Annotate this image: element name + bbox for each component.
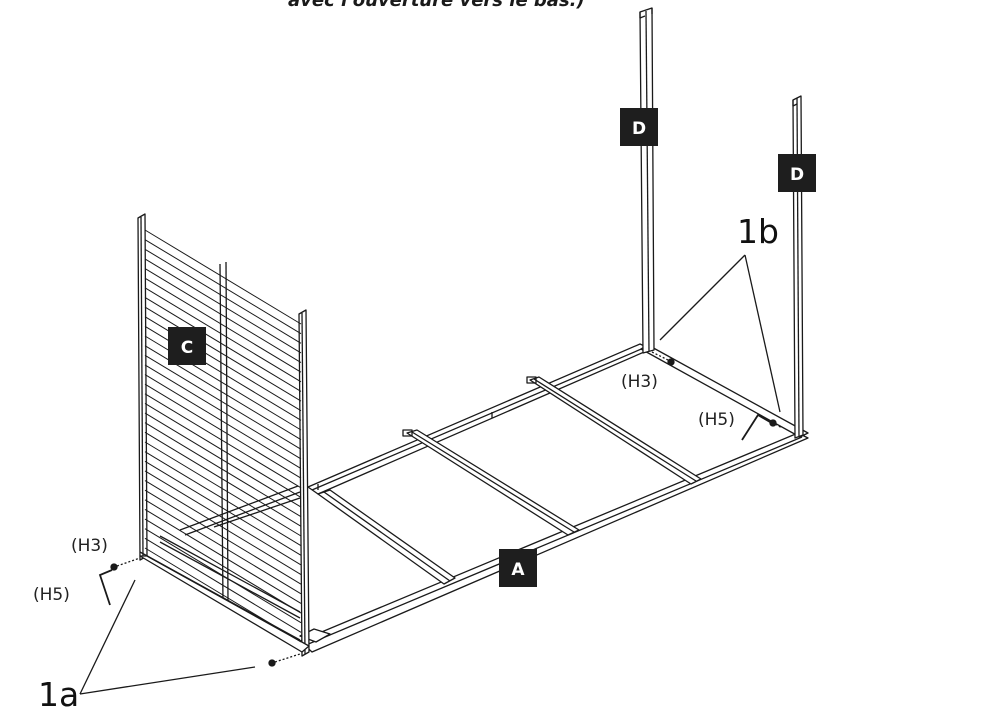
side-panel-c (137, 213, 310, 657)
badge-d-front-label: D (790, 165, 804, 185)
post-d-front (792, 95, 804, 439)
panel-bar (144, 306, 302, 402)
step-1b-pointer (659, 254, 781, 413)
screw-h3-right-icon (651, 351, 675, 366)
badge-c-label: C (181, 338, 193, 358)
instruction-caption: avec l'ouverture vers le bas.) (288, 0, 585, 11)
cross-bar-1 (317, 489, 456, 585)
panel-bar (144, 460, 302, 556)
panel-bar (144, 528, 302, 624)
allen-wrench-h5-right-icon (741, 413, 783, 441)
cross-bar-3 (526, 376, 702, 485)
badge-d-back: D (620, 108, 658, 146)
panel-bar (144, 547, 302, 643)
panel-bar (144, 297, 302, 392)
label-h5-right: (H5) (698, 410, 735, 430)
panel-bar (144, 374, 302, 469)
panel-bar (144, 451, 302, 547)
panel-bar (144, 422, 302, 518)
cross-bar-2 (402, 429, 580, 536)
badge-a-label: A (511, 560, 525, 580)
panel-bar (144, 431, 302, 527)
allen-wrench-h5-left-icon (98, 569, 113, 606)
panel-bar (144, 268, 302, 363)
panel-bar (144, 470, 302, 566)
panel-bar (144, 403, 302, 498)
panel-bar (144, 277, 302, 373)
panel-bar (144, 287, 302, 383)
panel-bar (144, 537, 302, 633)
panel-bar (144, 480, 302, 575)
panel-bar (144, 239, 302, 335)
panel-bar (144, 258, 302, 354)
label-h3-left: (H3) (71, 536, 108, 556)
badge-d-front: D (778, 154, 816, 192)
panel-bar (144, 229, 302, 325)
panel-bar (144, 509, 302, 604)
post-d-back (639, 7, 655, 354)
panel-bar (144, 364, 302, 460)
step-label-1b: 1b (737, 212, 779, 251)
panel-c-grid-bars (144, 229, 302, 643)
panel-bar (144, 412, 302, 508)
step-label-1a: 1a (38, 675, 79, 714)
step-1a-pointer (79, 579, 256, 695)
base-frame-a (299, 343, 809, 653)
screw-bottom-icon (268, 653, 301, 667)
badge-d-back-label: D (632, 119, 646, 139)
label-h3-right: (H3) (621, 372, 658, 392)
label-h5-left: (H5) (33, 585, 70, 605)
screw-h3-left-icon (110, 557, 141, 571)
panel-bar (144, 499, 302, 595)
panel-bar (144, 354, 302, 450)
panel-bar (144, 383, 302, 479)
panel-bar (144, 489, 302, 585)
panel-bar (144, 248, 302, 344)
badge-a: A (499, 549, 537, 587)
panel-bar (144, 393, 302, 489)
panel-bar (144, 441, 302, 537)
badge-c: C (168, 327, 206, 365)
panel-bar (144, 518, 302, 614)
